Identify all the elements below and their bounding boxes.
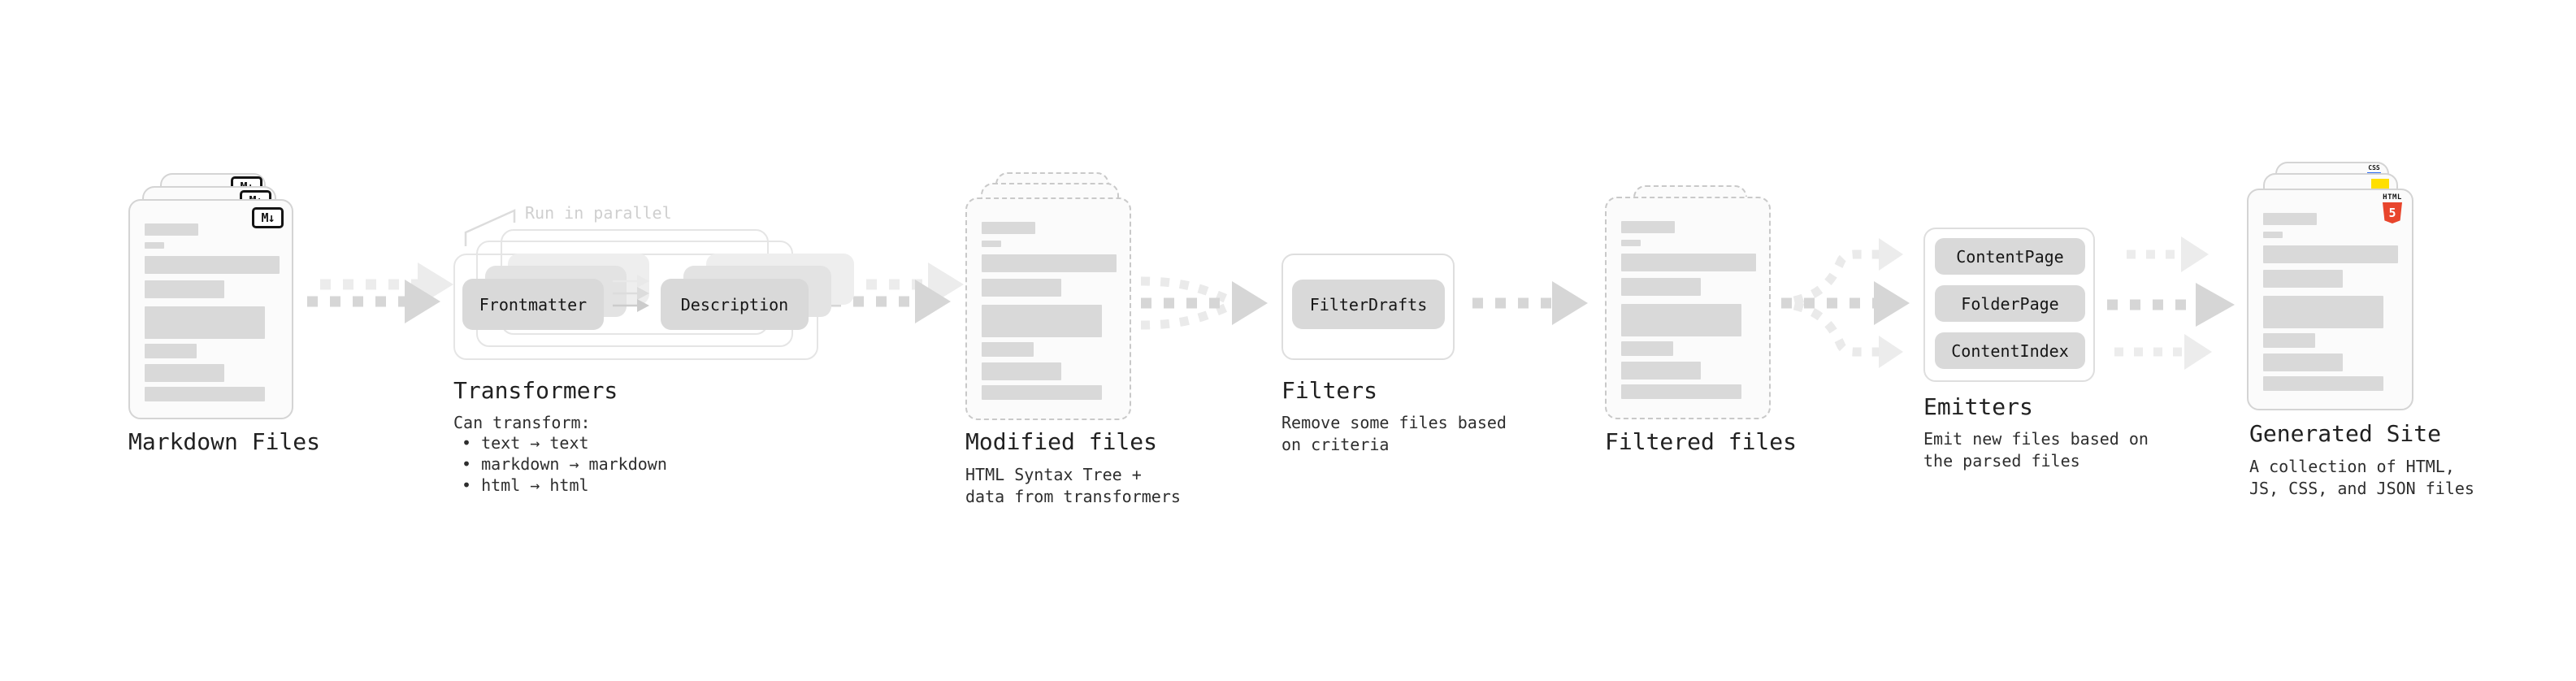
placeholder-bar	[2263, 245, 2398, 263]
html5-shield: 5	[2383, 202, 2402, 223]
placeholder-bar	[1621, 384, 1741, 399]
arrow-filtered-to-emitters	[1781, 238, 1910, 368]
emitter-button-contentpage: ContentPage	[1935, 238, 2085, 275]
arrow-filters-to-filtered	[1472, 281, 1588, 325]
stage-title: Emitters	[1923, 393, 2033, 420]
stage-description: Remove some files based on criteria	[1281, 413, 1507, 454]
arrow-modified-to-filters	[1140, 276, 1268, 330]
placeholder-bar	[2263, 213, 2317, 225]
emitter-button-folderpage: FolderPage	[1935, 285, 2085, 322]
file-card-front: HTML 5	[2247, 189, 2413, 410]
stage-title: Filters	[1281, 377, 1378, 404]
placeholder-bar	[982, 342, 1034, 357]
file-card-front: M↓	[128, 199, 293, 419]
placeholder-bar	[982, 222, 1035, 234]
placeholder-bar	[145, 223, 198, 236]
placeholder-bar	[145, 364, 224, 382]
stage-title: Generated Site	[2249, 420, 2442, 447]
placeholder-bar	[1621, 362, 1701, 380]
placeholder-bar	[982, 305, 1102, 337]
transformer-button-description: Description	[661, 279, 809, 330]
html5-label: HTML	[2383, 193, 2402, 202]
placeholder-bar	[145, 306, 265, 339]
placeholder-bar	[2263, 376, 2383, 391]
stage-title: Markdown Files	[128, 428, 321, 455]
stage-title: Filtered files	[1605, 428, 1798, 455]
placeholder-bar	[145, 256, 280, 274]
placeholder-bar	[2263, 354, 2343, 371]
placeholder-bar	[982, 279, 1061, 297]
arrow-emitters-to-generated	[2107, 236, 2235, 370]
placeholder-bar	[145, 387, 265, 401]
css-label: CSS	[2368, 164, 2380, 171]
stage-title: Modified files	[965, 428, 1158, 455]
placeholder-bar	[2263, 232, 2283, 238]
bullet-item: • markdown → markdown	[462, 454, 667, 474]
stage-title: Transformers	[453, 377, 618, 404]
placeholder-bar	[982, 241, 1001, 247]
html5-icon: HTML 5	[2383, 193, 2402, 223]
js-icon	[2371, 179, 2389, 189]
bullet-item: • html → html	[462, 475, 589, 495]
placeholder-bar	[1621, 341, 1673, 356]
placeholder-bar	[1621, 278, 1701, 296]
placeholder-bar	[1621, 304, 1741, 336]
placeholder-bar	[1621, 240, 1641, 246]
transformer-button-frontmatter: Frontmatter	[462, 279, 604, 330]
stage-description: Can transform:	[453, 413, 591, 432]
placeholder-bar	[145, 280, 224, 298]
filter-button-filterdrafts: FilterDrafts	[1292, 280, 1445, 329]
bullet-item: • text → text	[462, 433, 589, 453]
placeholder-bar	[145, 344, 197, 358]
placeholder-bar	[2263, 270, 2343, 288]
file-card-front	[1605, 197, 1771, 419]
placeholder-bar	[2263, 296, 2383, 328]
placeholder-bar	[982, 385, 1102, 400]
placeholder-bar	[982, 254, 1117, 272]
placeholder-bar	[982, 362, 1061, 380]
stage-description: HTML Syntax Tree + data from transformer…	[965, 465, 1181, 506]
run-in-parallel-note: Run in parallel	[525, 203, 672, 223]
placeholder-bar	[2263, 333, 2315, 348]
arrow-markdown-to-transformers	[307, 262, 453, 323]
stage-description: A collection of HTML, JS, CSS, and JSON …	[2249, 457, 2474, 498]
placeholder-bar	[145, 242, 164, 249]
emitter-button-contentindex: ContentIndex	[1935, 332, 2085, 369]
placeholder-bar	[1621, 221, 1675, 233]
stage-description: Emit new files based on the parsed files	[1923, 429, 2149, 471]
file-card-front	[965, 197, 1131, 420]
markdown-icon: M↓	[252, 207, 284, 228]
placeholder-bar	[1621, 254, 1756, 271]
